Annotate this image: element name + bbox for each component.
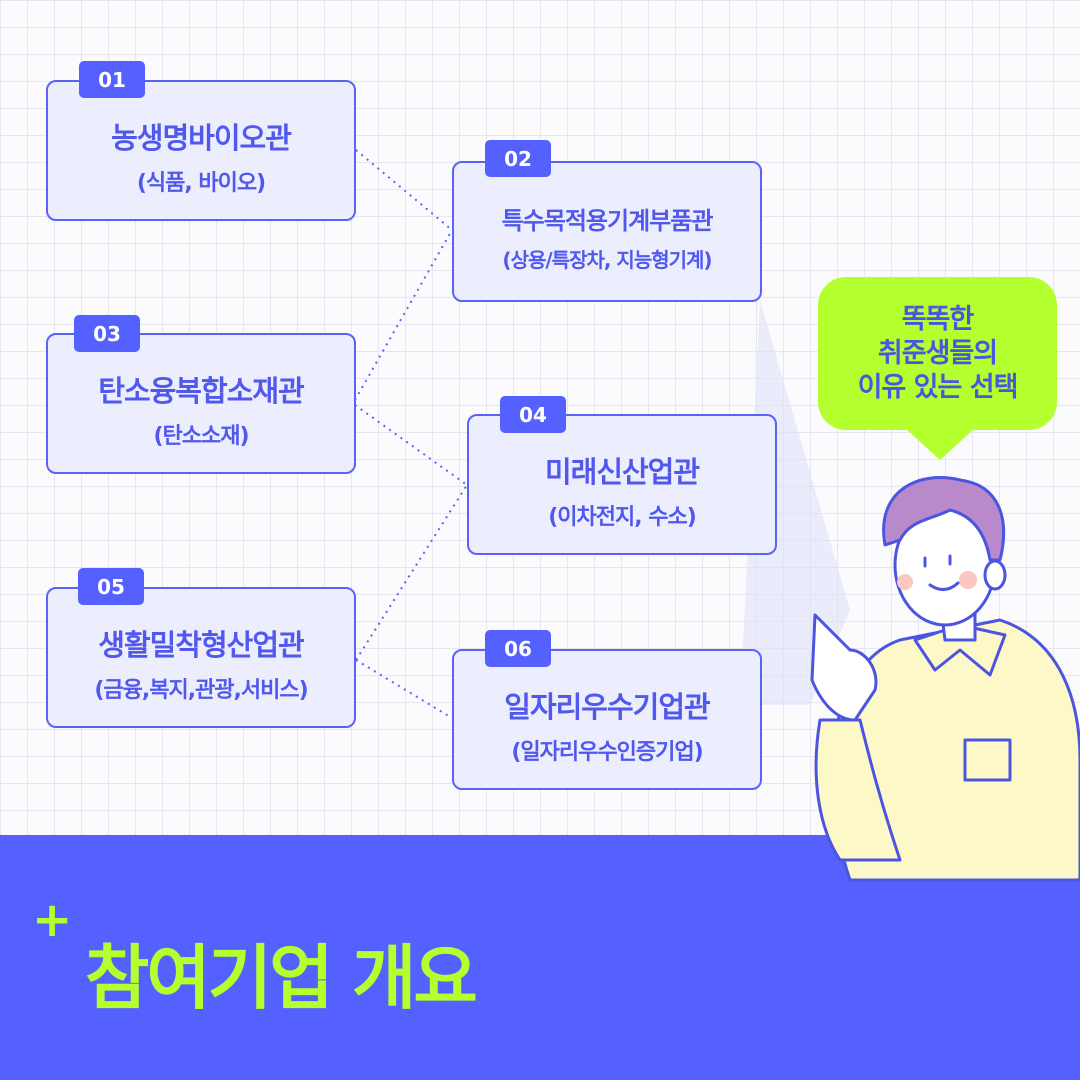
connector-05-06 — [355, 659, 453, 719]
card-title: 농생명바이오관 — [111, 120, 292, 155]
card-number: 06 — [485, 630, 551, 667]
speech-bubble-tail — [905, 428, 975, 460]
card-number: 04 — [500, 396, 566, 433]
card-number: 05 — [78, 568, 144, 605]
card-subtitle: (일자리우수인증기업) — [511, 739, 703, 765]
page-title: 참여기업 개요 — [85, 937, 478, 1019]
connector-05-04 — [355, 484, 468, 661]
card-subtitle: (상용/특장차, 지능형기계) — [502, 247, 712, 272]
connector-03-02 — [354, 229, 453, 401]
card-subtitle: (식품, 바이오) — [136, 170, 266, 196]
connector-03-04 — [354, 404, 468, 486]
card-title: 미래신산업관 — [544, 454, 700, 489]
card-title: 일자리우수기업관 — [504, 689, 710, 724]
card-04: 미래신산업관 (이차전지, 수소) — [467, 414, 777, 555]
speech-bubble: 똑똑한 취준생들의 이유 있는 선택 — [818, 277, 1057, 430]
card-02: 특수목적용기계부품관 (상용/특장차, 지능형기계) — [452, 161, 762, 302]
bubble-line: 취준생들의 — [877, 337, 998, 369]
card-05: 생활밀착형산업관 (금융,복지,관광,서비스) — [46, 587, 356, 728]
card-title: 탄소융복합소재관 — [98, 373, 304, 408]
card-subtitle: (이차전지, 수소) — [548, 504, 697, 530]
card-title: 특수목적용기계부품관 — [501, 206, 714, 235]
card-03: 탄소융복합소재관 (탄소소재) — [46, 333, 356, 474]
card-01: 농생명바이오관 (식품, 바이오) — [46, 80, 356, 221]
card-number: 02 — [485, 140, 551, 177]
card-number: 03 — [74, 315, 140, 352]
card-title: 생활밀착형산업관 — [98, 627, 304, 662]
spotlight — [740, 300, 850, 705]
plus-icon: + — [32, 892, 73, 948]
bubble-line: 똑똑한 — [901, 303, 975, 335]
card-number: 01 — [79, 61, 145, 98]
card-subtitle: (탄소소재) — [153, 423, 249, 449]
bubble-line: 이유 있는 선택 — [857, 371, 1019, 403]
connector-01-02 — [355, 149, 453, 231]
card-06: 일자리우수기업관 (일자리우수인증기업) — [452, 649, 762, 790]
card-subtitle: (금융,복지,관광,서비스) — [94, 677, 308, 703]
